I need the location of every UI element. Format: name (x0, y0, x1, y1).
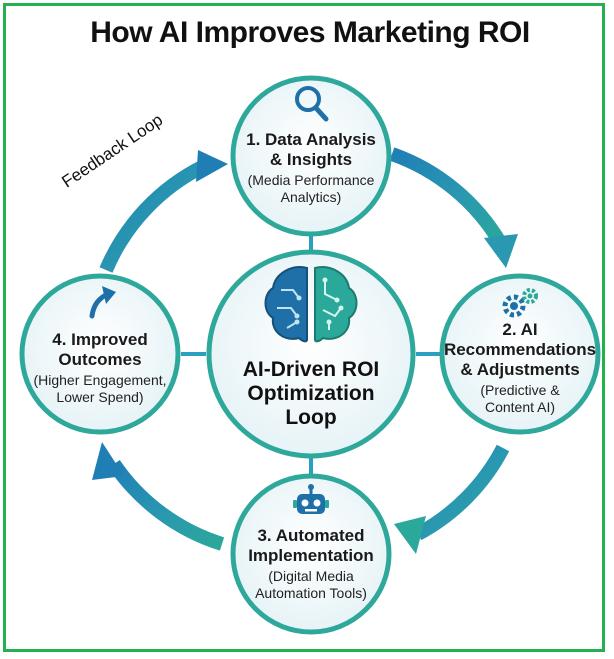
center-title-line2: Optimization (247, 382, 375, 405)
arc-1-to-2 (389, 147, 508, 248)
node-2-text: 2. AI Recommendations & Adjustments (Pre… (442, 320, 598, 416)
node-3-text: 3. Automated Implementation (Digital Med… (231, 526, 391, 602)
center-circle (206, 249, 416, 459)
node-2-title-line1: 2. AI (502, 320, 538, 339)
center-title-line3: Loop (285, 406, 337, 429)
node-1-title-line2: & Insights (269, 150, 353, 169)
node-circle-4 (19, 273, 181, 435)
center-text: AI-Driven ROI Optimization Loop (221, 358, 401, 430)
robot-icon (293, 484, 329, 514)
node-4-text: 4. Improved Outcomes (Higher Engagement,… (20, 330, 180, 406)
node-3-sub-line2: Automation Tools) (255, 585, 367, 601)
node-4-sub-line2: Lower Spend) (56, 389, 144, 405)
node-circle-3 (230, 473, 392, 635)
arrowhead-to-1 (196, 150, 228, 182)
node-4-title-line1: 4. Improved (52, 330, 148, 349)
node-2-sub-line2: Content AI) (484, 399, 556, 415)
arc-4-to-1 (99, 159, 208, 273)
node-3-title-line1: 3. Automated (257, 526, 365, 545)
node-1-sub-line1: (Media Performance (247, 172, 375, 188)
node-1-title-line1: 1. Data Analysis (246, 130, 376, 149)
up-arrow-icon (89, 286, 116, 319)
page-title: How AI Improves Marketing ROI (90, 16, 530, 49)
arrowhead-to-3 (394, 516, 426, 554)
roi-loop-diagram (19, 75, 601, 635)
node-3-title-line2: Implementation (248, 546, 374, 565)
node-2-sub-line1: (Predictive & (480, 382, 560, 398)
node-2-title-line3: & Adjustments (460, 360, 580, 379)
node-2-title-line2: Recommendations (443, 340, 597, 359)
node-4-title-line2: Outcomes (58, 350, 142, 369)
brain-circuit-icon (264, 266, 358, 343)
node-3-sub-line1: (Digital Media (268, 568, 354, 584)
loop-arrowheads (92, 150, 518, 554)
node-1-sub-line2: Analytics) (280, 189, 342, 205)
outer-loop-ring (99, 147, 510, 551)
node-1-text: 1. Data Analysis & Insights (Media Perfo… (231, 130, 391, 206)
node-circle-1 (230, 75, 392, 237)
gears-icon (502, 288, 538, 318)
diagram-frame: How AI Improves Marketing ROI (3, 3, 605, 652)
arc-2-to-3 (414, 444, 510, 541)
arrowhead-to-4 (92, 442, 124, 480)
node-circle-2 (439, 273, 601, 435)
magnifier-icon (295, 86, 329, 122)
arc-3-to-4 (108, 460, 225, 551)
center-title-line1: AI-Driven ROI (242, 358, 380, 381)
arrowhead-to-2 (484, 234, 518, 268)
node-4-sub-line1: (Higher Engagement, (33, 372, 167, 388)
